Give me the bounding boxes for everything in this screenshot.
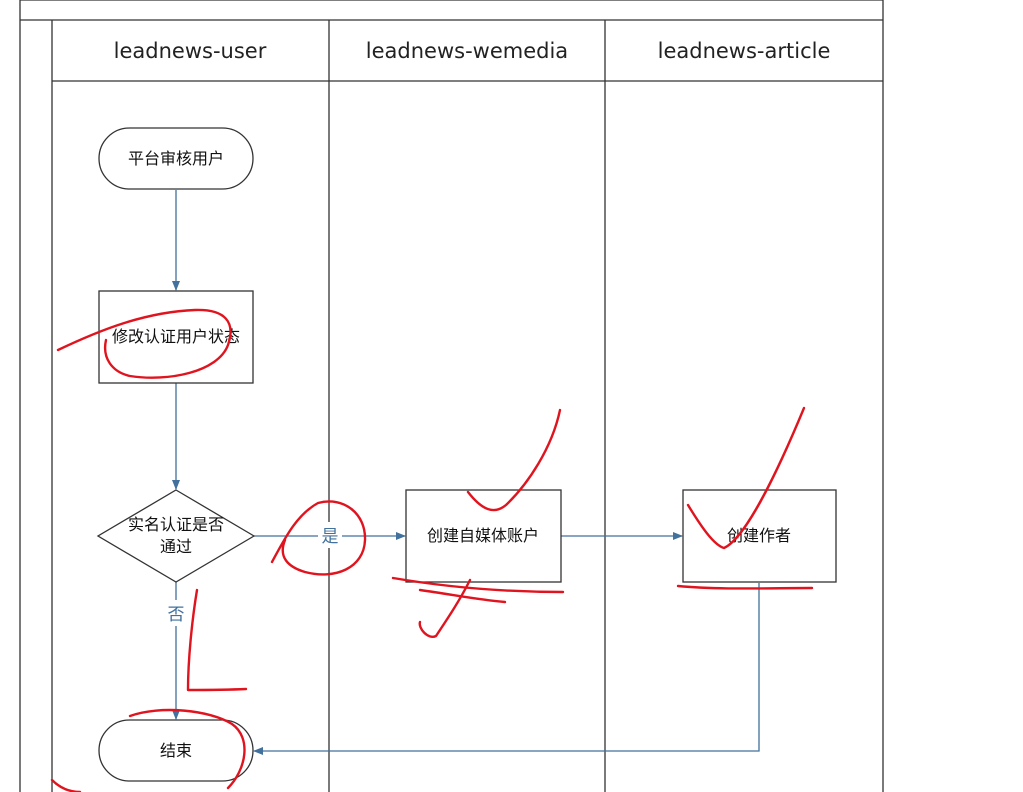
annotation-tick-no xyxy=(186,588,248,692)
decision-diamond-shape xyxy=(96,489,256,583)
create-media-process-shape xyxy=(405,489,562,583)
annotation-circle-yes xyxy=(270,500,367,576)
no-label-bg xyxy=(164,600,188,626)
edge-author-to-end xyxy=(253,583,760,755)
annotation-circle-modify xyxy=(56,308,232,379)
annotation-circle-end xyxy=(128,708,246,790)
create-media-label: 创建自媒体账户 xyxy=(427,526,539,545)
create-author-label: 创建作者 xyxy=(727,526,791,545)
node-decision: 实名认证是否 通过 xyxy=(96,489,256,583)
yes-label-bg xyxy=(318,522,342,548)
lane-header-user: leadnews-user xyxy=(114,39,267,63)
lane-header-article: leadnews-article xyxy=(658,39,831,63)
decision-label-line2: 通过 xyxy=(160,537,192,556)
pool-frame xyxy=(19,0,884,792)
end-terminator-shape xyxy=(98,719,254,782)
handwritten-annotations xyxy=(50,308,814,792)
modify-process-shape xyxy=(98,290,254,384)
node-create-media: 创建自媒体账户 xyxy=(405,489,562,583)
node-modify: 修改认证用户状态 xyxy=(98,290,254,384)
annotation-underline-article xyxy=(676,584,814,590)
annotation-mark-corner xyxy=(50,778,82,792)
modify-label: 修改认证用户状态 xyxy=(112,327,240,346)
annotation-check-wemedia xyxy=(466,408,562,512)
start-label: 平台审核用户 xyxy=(128,149,224,168)
no-edge-label: 否 xyxy=(168,605,185,625)
decision-label-line1: 实名认证是否 xyxy=(128,515,224,534)
node-start: 平台审核用户 xyxy=(98,127,254,190)
annotation-check-article xyxy=(686,406,806,550)
start-terminator-shape xyxy=(98,127,254,190)
end-label: 结束 xyxy=(160,741,192,760)
yes-edge-label: 是 xyxy=(322,527,339,547)
lane-header-wemedia: leadnews-wemedia xyxy=(366,39,568,63)
node-end: 结束 xyxy=(98,719,254,782)
annotation-scribble-wemedia xyxy=(391,576,565,638)
lane-grid xyxy=(52,20,883,792)
connectors xyxy=(172,190,760,755)
